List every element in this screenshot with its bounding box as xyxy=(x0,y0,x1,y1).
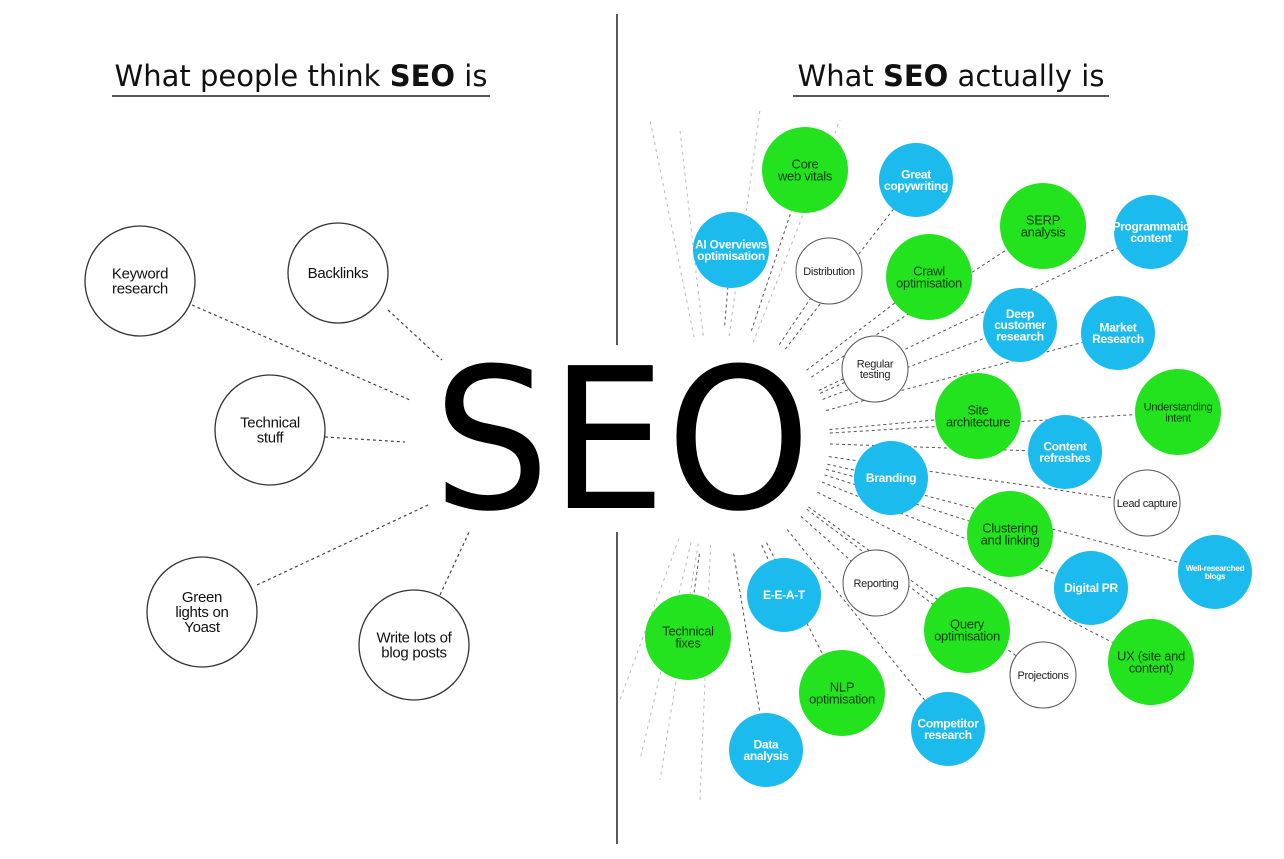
node-projections: Projections xyxy=(1009,641,1077,709)
svg-text:Digital PR: Digital PR xyxy=(1064,581,1118,595)
node-e-e-a-t: E-E-A-T xyxy=(747,558,821,632)
connector-line xyxy=(824,474,970,522)
svg-text:What SEO actually is: What SEO actually is xyxy=(798,59,1105,93)
svg-text:Projections: Projections xyxy=(1017,670,1069,682)
left-heading: What people think SEO is xyxy=(112,59,490,97)
svg-text:Lead capture: Lead capture xyxy=(1117,498,1178,510)
svg-text:Distribution: Distribution xyxy=(803,266,855,278)
connector-line xyxy=(724,287,729,326)
connector-line xyxy=(817,491,1113,643)
connector-line xyxy=(324,436,406,443)
connector-line xyxy=(649,119,695,338)
connector-line xyxy=(761,544,770,562)
svg-text:What people think SEO is: What people think SEO is xyxy=(115,59,488,93)
connector-line xyxy=(829,419,936,431)
connector-line xyxy=(806,302,896,371)
connector-line xyxy=(387,309,443,361)
svg-text:Reporting: Reporting xyxy=(854,578,899,590)
node-branding: Branding xyxy=(854,441,928,515)
svg-text:E-E-A-T: E-E-A-T xyxy=(763,588,806,602)
svg-text:Branding: Branding xyxy=(866,471,916,485)
node-backlinks: Backlinks xyxy=(287,222,389,324)
seo-center-label: SEO xyxy=(433,327,811,555)
svg-text:Backlinks: Backlinks xyxy=(308,265,369,282)
node-digital-pr: Digital PR xyxy=(1054,551,1128,625)
node-reporting: Reporting xyxy=(842,549,910,617)
node-distribution: Distribution xyxy=(795,237,863,305)
connector-line xyxy=(639,542,692,761)
connector-line xyxy=(800,515,852,562)
connector-line xyxy=(827,463,855,471)
connector-line xyxy=(191,304,411,401)
connector-line xyxy=(786,529,926,701)
right-heading: What SEO actually is xyxy=(793,59,1109,97)
connector-line xyxy=(693,553,700,595)
connector-line xyxy=(819,381,846,394)
node-lead-capture: Lead capture xyxy=(1113,469,1181,537)
connector-line xyxy=(256,504,429,586)
